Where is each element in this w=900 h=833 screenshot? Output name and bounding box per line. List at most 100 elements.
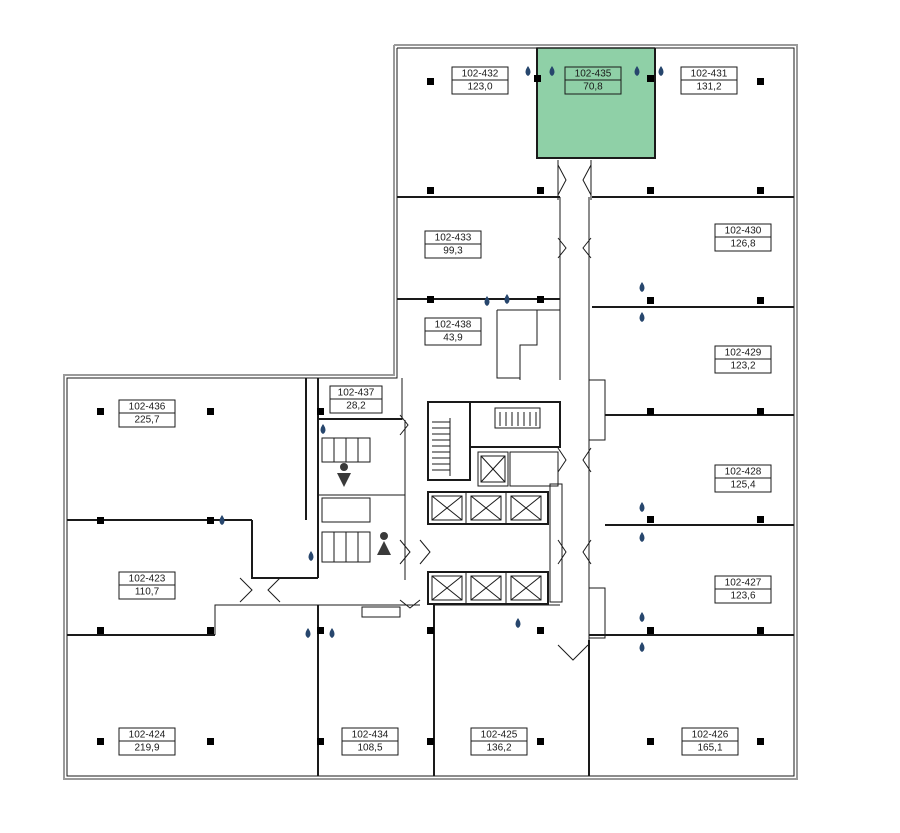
column-icon <box>647 187 654 194</box>
unit-area: 131,2 <box>696 82 721 93</box>
unit-area: 225,7 <box>134 415 159 426</box>
column-icon <box>427 296 434 303</box>
column-icon <box>647 408 654 415</box>
column-icon <box>97 627 104 634</box>
elevator-icon <box>510 495 542 521</box>
column-icon <box>647 627 654 634</box>
label-102-437: 102-437 28,2 <box>329 385 383 414</box>
column-icon <box>757 187 764 194</box>
stairs-icon <box>432 412 537 476</box>
column-icon <box>647 738 654 745</box>
water-drop-icon <box>525 66 531 76</box>
column-icon <box>757 78 764 85</box>
unit-number: 102-423 <box>129 574 166 585</box>
water-drop-icon <box>305 628 311 638</box>
water-drop-icon <box>639 642 645 652</box>
water-drop-icon <box>658 66 664 76</box>
unit-area: 165,1 <box>697 743 722 754</box>
water-drop-icon <box>639 502 645 512</box>
column-icon <box>427 627 434 634</box>
water-drop-icon <box>639 312 645 322</box>
water-drop-icon <box>219 515 225 525</box>
elevator-icon <box>431 575 463 601</box>
elevator-icon <box>431 495 463 521</box>
unit-area: 126,8 <box>730 239 755 250</box>
water-drop-icon <box>329 628 335 638</box>
unit-area: 125,4 <box>730 480 755 491</box>
column-icon <box>647 75 654 82</box>
column-icon <box>207 627 214 634</box>
unit-102-425[interactable] <box>434 635 589 777</box>
column-icon <box>757 297 764 304</box>
male-restroom-icon <box>337 463 351 487</box>
unit-102-430[interactable] <box>592 197 795 307</box>
building-outline <box>63 44 798 780</box>
unit-area: 123,6 <box>730 591 755 602</box>
elevator-icon <box>510 575 542 601</box>
unit-number: 102-426 <box>692 730 729 741</box>
column-icon <box>757 516 764 523</box>
water-drop-icon <box>484 296 490 306</box>
doors <box>239 164 592 661</box>
unit-number: 102-435 <box>575 69 612 80</box>
water-drop-icon <box>308 551 314 561</box>
column-icon <box>207 517 214 524</box>
unit-area: 99,3 <box>443 246 463 257</box>
column-icon <box>647 297 654 304</box>
column-icon <box>537 187 544 194</box>
label-102-431: 102-431 131,2 <box>680 66 738 95</box>
water-drop-icon <box>639 612 645 622</box>
column-icon <box>427 738 434 745</box>
unit-number: 102-424 <box>129 730 166 741</box>
column-icon <box>647 516 654 523</box>
unit-area: 123,0 <box>467 82 492 93</box>
column-icon <box>537 296 544 303</box>
column-icon <box>427 187 434 194</box>
unit-area: 43,9 <box>443 333 463 344</box>
elevators <box>431 455 542 601</box>
columns <box>97 75 764 745</box>
unit-areas <box>66 47 795 777</box>
unit-area: 28,2 <box>346 401 366 412</box>
column-icon <box>97 517 104 524</box>
elevator-icon <box>480 455 506 483</box>
column-icon <box>427 78 434 85</box>
label-102-429: 102-429 123,2 <box>714 345 772 374</box>
water-drop-icon <box>639 282 645 292</box>
unit-area: 123,2 <box>730 361 755 372</box>
unit-number: 102-434 <box>352 730 389 741</box>
water-drop-icon <box>504 294 510 304</box>
unit-number: 102-425 <box>481 730 518 741</box>
water-drop-icon <box>549 66 555 76</box>
female-restroom-icon <box>377 532 391 555</box>
unit-102-426[interactable] <box>589 635 795 777</box>
unit-number: 102-437 <box>338 388 375 399</box>
unit-number: 102-429 <box>725 348 762 359</box>
unit-number: 102-432 <box>462 69 499 80</box>
unit-102-436[interactable] <box>66 377 306 520</box>
column-icon <box>534 75 541 82</box>
column-icon <box>317 408 324 415</box>
unit-102-424[interactable] <box>66 635 318 777</box>
elevator-icon <box>470 495 502 521</box>
label-102-426: 102-426 165,1 <box>681 727 739 756</box>
label-102-432: 102-432 123,0 <box>451 66 509 95</box>
unit-number: 102-431 <box>691 69 728 80</box>
column-icon <box>97 408 104 415</box>
column-icon <box>757 408 764 415</box>
elevator-icon <box>470 575 502 601</box>
unit-102-435[interactable] <box>536 47 656 159</box>
water-drop-icon <box>515 618 521 628</box>
water-points <box>219 66 664 652</box>
column-icon <box>207 408 214 415</box>
column-icon <box>317 738 324 745</box>
water-drop-icon <box>639 532 645 542</box>
